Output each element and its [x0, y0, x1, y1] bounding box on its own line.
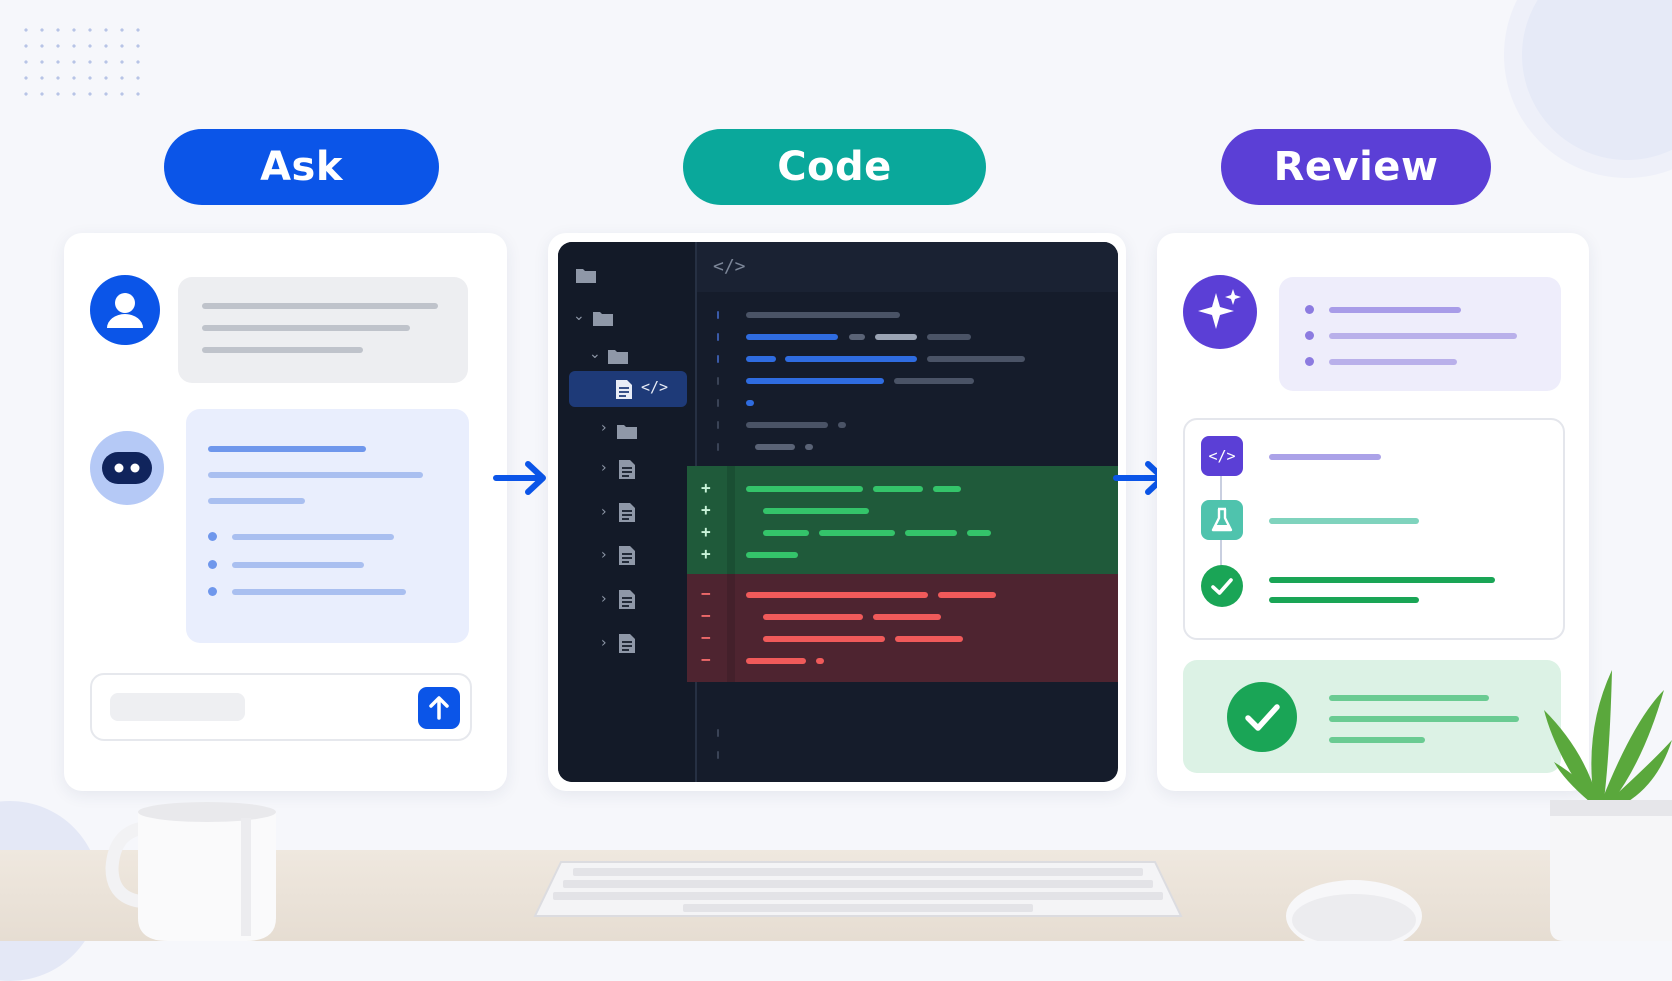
- arrow-right-icon: [493, 461, 546, 495]
- send-button[interactable]: [418, 687, 460, 729]
- file-icon[interactable]: [618, 459, 636, 480]
- review-summary-bubble: [1279, 277, 1561, 391]
- file-icon[interactable]: [618, 545, 636, 566]
- review-card: </>: [1157, 233, 1589, 791]
- diff-add-marker: +: [701, 544, 711, 563]
- chevron-right-icon[interactable]: ›: [601, 420, 607, 436]
- user-avatar-icon: [90, 275, 160, 345]
- dot-pattern: [18, 22, 143, 102]
- chevron-down-icon[interactable]: ⌄: [589, 346, 601, 362]
- diff-added-block: + + + +: [687, 466, 1118, 574]
- diff-add-marker: +: [701, 500, 711, 519]
- file-tree: ⌄ ⌄ </> › › › › › ›: [558, 242, 697, 782]
- file-icon[interactable]: [618, 633, 636, 654]
- file-icon[interactable]: [618, 589, 636, 610]
- stage-label: Ask: [260, 144, 343, 190]
- ask-card: [64, 233, 507, 791]
- stage-label: Code: [777, 144, 892, 190]
- robot-icon: [90, 431, 164, 505]
- plant-image: [1544, 670, 1672, 941]
- chevron-right-icon[interactable]: ›: [601, 635, 607, 651]
- arrow-up-icon: [429, 696, 449, 720]
- flask-icon: [1201, 500, 1243, 540]
- assistant-message-bubble: [186, 409, 469, 643]
- chevron-right-icon[interactable]: ›: [601, 460, 607, 476]
- corner-decoration: [1522, 0, 1672, 160]
- chevron-right-icon[interactable]: ›: [601, 504, 607, 520]
- sparkle-icon: [1183, 275, 1257, 349]
- prompt-input[interactable]: [90, 673, 472, 741]
- stage-pill-ask: Ask: [164, 129, 439, 205]
- file-icon[interactable]: [618, 502, 636, 523]
- approved-banner: [1183, 660, 1561, 773]
- stage-pill-code: Code: [683, 129, 986, 205]
- chevron-down-icon[interactable]: ⌄: [573, 308, 585, 324]
- review-checklist: </>: [1183, 418, 1565, 640]
- code-card: ⌄ ⌄ </> › › › › › › </>: [548, 233, 1126, 791]
- diff-remove-marker: −: [701, 628, 711, 647]
- code-icon: </>: [1201, 436, 1243, 476]
- diff-add-marker: +: [701, 522, 711, 541]
- code-lines: [697, 292, 1118, 466]
- folder-icon: [576, 269, 596, 283]
- mug-image: [105, 802, 276, 941]
- diff-add-marker: +: [701, 478, 711, 497]
- folder-icon[interactable]: [607, 347, 629, 365]
- chevron-right-icon[interactable]: ›: [601, 547, 607, 563]
- input-placeholder: [110, 693, 245, 721]
- mouse-image: [1286, 880, 1422, 941]
- keyboard-image: [533, 861, 1183, 917]
- editor-tab-bar: </>: [697, 242, 1118, 292]
- diff-remove-marker: −: [701, 584, 711, 603]
- diff-remove-marker: −: [701, 606, 711, 625]
- code-icon: </>: [713, 256, 746, 277]
- file-icon: [616, 380, 632, 399]
- stage-label: Review: [1273, 144, 1439, 190]
- folder-icon[interactable]: [592, 309, 614, 327]
- check-icon: [1201, 565, 1243, 607]
- user-message-bubble: [178, 277, 468, 383]
- diff-removed-block: − − − −: [687, 574, 1118, 682]
- folder-icon[interactable]: [616, 422, 638, 440]
- stage-pill-review: Review: [1221, 129, 1491, 205]
- check-icon: [1227, 682, 1297, 752]
- chevron-right-icon[interactable]: ›: [601, 591, 607, 607]
- active-file-item[interactable]: </>: [569, 371, 687, 407]
- code-icon: </>: [641, 378, 669, 396]
- code-editor: ⌄ ⌄ </> › › › › › › </>: [558, 242, 1118, 782]
- diff-remove-marker: −: [701, 650, 711, 669]
